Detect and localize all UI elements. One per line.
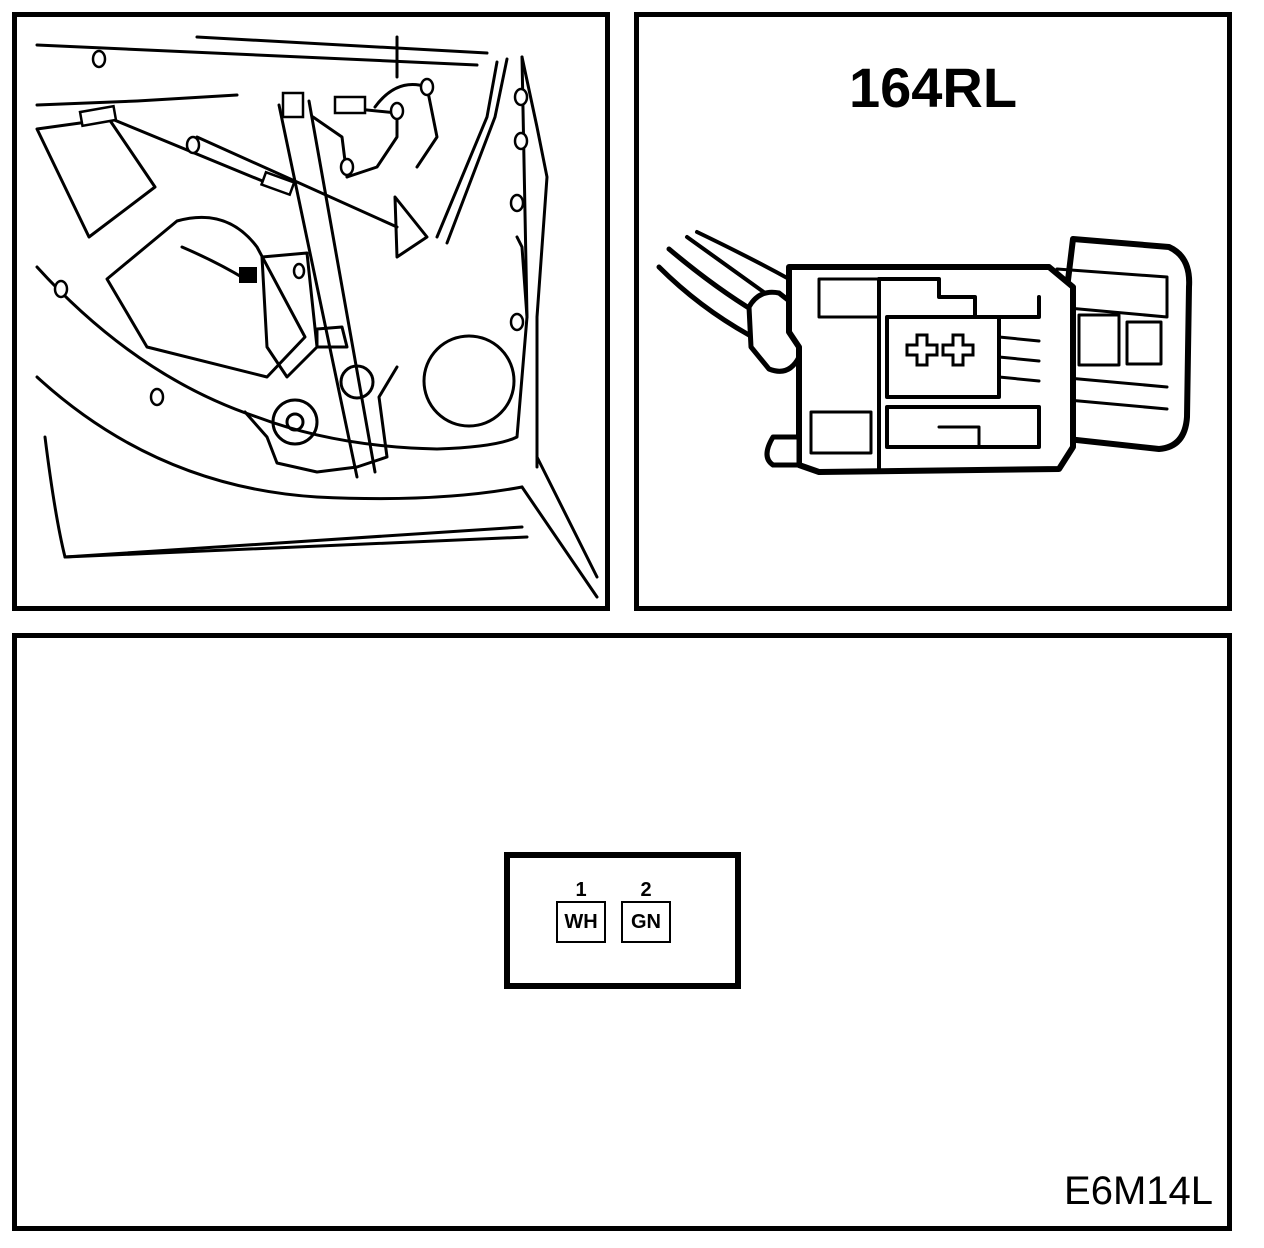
pin-2-wire-color: GN [621,901,671,943]
pin-2-number: 2 [640,879,652,901]
connector-illustration-panel: 164RL [634,12,1232,611]
pinout-panel: 1 WH 2 GN E6M14L [12,633,1232,1231]
pin-1-number: 1 [575,879,587,901]
door-inner-panel-illustration [35,35,599,599]
door-location-panel [12,12,610,611]
pin-1-wire-color: WH [556,901,606,943]
figure-code: E6M14L [1064,1169,1213,1213]
connector-name: 164RL [848,56,1018,119]
connector-drawing [656,230,1193,475]
connector-pinout-box: 1 WH 2 GN [504,852,741,989]
